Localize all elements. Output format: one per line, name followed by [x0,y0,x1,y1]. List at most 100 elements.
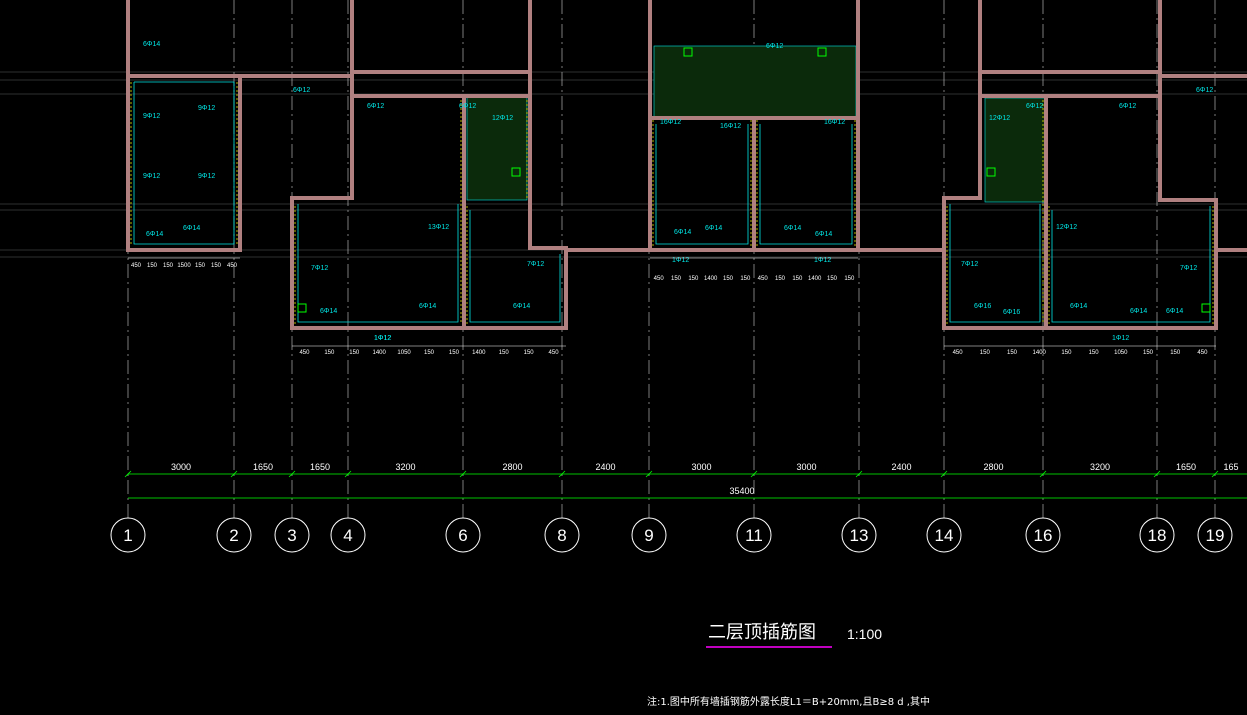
axis-bubble-14 [926,517,962,553]
walls [126,0,1247,330]
inner-wall-lines [133,81,1211,323]
rebar-markers [297,47,1211,313]
span-dimension: 2400 [891,462,911,472]
drawing-scale: 1:100 [847,626,882,642]
small-dimension: 150 [524,350,535,356]
rebar-label: 1Φ12 [1112,335,1129,342]
small-dimension: 450 [227,263,238,269]
span-dimension: 3200 [1090,462,1110,472]
rebar-label: 6Φ12 [1119,103,1136,110]
rebar-label: 9Φ12 [198,173,215,180]
small-dimension: 1400 [373,350,387,356]
drawing-title: 二层顶插筋图 [708,622,816,643]
rebar-label: 6Φ14 [1130,308,1147,315]
small-dimension: 150 [740,276,751,282]
span-dimension: 3200 [395,462,415,472]
span-dimension: 1650 [253,462,273,472]
rebar-label: 16Φ12 [660,119,681,126]
small-dimension: 450 [654,276,665,282]
dimension-ticks [124,470,1219,478]
small-dimension: 450 [758,276,769,282]
rebar-label: 1Φ12 [374,335,391,342]
small-dimension: 1050 [1114,350,1128,356]
axis-label-6: 6 [458,526,467,545]
rebar-label: 16Φ12 [720,123,741,130]
rebar-label: 1Φ12 [814,257,831,264]
total-dimension-label: 35400 [729,486,754,496]
rebar-label: 7Φ12 [527,261,544,268]
small-dimension: 1400 [704,276,718,282]
rebar-label: 6Φ14 [705,225,722,232]
dimension-tick [855,470,863,478]
dimension-tick [1039,470,1047,478]
dimension-tick [124,470,132,478]
dimension-tick [288,470,296,478]
small-dimension: 150 [723,276,734,282]
rebar-label: 6Φ14 [419,303,436,310]
rebar-label: 6Φ14 [183,225,200,232]
span-dimension: 2400 [595,462,615,472]
rebar-label: 6Φ14 [815,231,832,238]
dimension-tick [230,470,238,478]
small-dimension: 450 [549,350,560,356]
small-dimension: 150 [1170,350,1181,356]
drawing-note: 注:1.图中所有墙插钢筋外露长度L1＝B+20mm,且B≥8 d ,其中 [647,695,930,708]
rebar-label: 1Φ12 [374,335,391,342]
axis-bubble-8 [544,517,580,553]
hatch-zone-center-top [653,45,857,119]
span-dimension: 165 [1223,462,1238,472]
dimension-tick [645,470,653,478]
dimension-tick [459,470,467,478]
small-dimension: 1400 [1033,350,1047,356]
hatch-zone-right [984,97,1046,203]
rebar-label: 6Φ12 [459,103,476,110]
axis-label-1: 1 [123,526,132,545]
span-dimension: 2800 [502,462,522,472]
small-dimension: 150 [1143,350,1154,356]
axis-bubble-1 [110,517,146,553]
axis-label-11: 11 [745,526,763,545]
dimension-tick [1153,470,1161,478]
small-dimension: 150 [844,276,855,282]
rebar-label: 6Φ14 [146,231,163,238]
small-dimension: 150 [211,263,222,269]
rebar-label: 6Φ14 [320,308,337,315]
small-dimension-labels: 450 150 150 1500 150 150 450 450 150 150 1400 1050 1… [131,263,1208,356]
rebar-label: 12Φ12 [989,115,1010,122]
small-dimension: 150 [324,350,335,356]
dimension-tick [750,470,758,478]
rebar-label: 6Φ16 [1003,309,1020,316]
rebar-label: 6Φ12 [1026,103,1043,110]
axis-label-19: 19 [1206,526,1225,545]
rebar-label: 6Φ14 [674,229,691,236]
axis-label-18: 18 [1148,526,1167,545]
rebar-lines [130,82,1214,324]
small-dimension: 150 [147,263,158,269]
rebar-label: 9Φ12 [198,105,215,112]
small-dimension: 1400 [808,276,822,282]
rebar-label: 7Φ12 [961,261,978,268]
small-dimension: 450 [953,350,964,356]
small-dimension: 150 [775,276,786,282]
rebar-label: 1Φ12 [672,257,689,264]
small-dimension: 150 [688,276,699,282]
small-dimension: 150 [792,276,803,282]
rebar-label: 6Φ12 [293,87,310,94]
rebar-label: 6Φ14 [143,41,160,48]
small-dimension: 150 [980,350,991,356]
small-dimension: 450 [1197,350,1208,356]
axis-label-9: 9 [644,526,653,545]
small-dimension: 450 [299,350,310,356]
axis-bubble-13 [841,517,877,553]
hatch-zone-left [466,95,528,201]
small-dimension: 1050 [397,350,411,356]
axis-bubble-9 [631,517,667,553]
small-dimension: 150 [1061,350,1072,356]
rebar-label: 7Φ12 [1180,265,1197,272]
dimension-tick [1211,470,1219,478]
small-dimension: 1500 [177,263,191,269]
axis-bubble-6 [445,517,481,553]
axis-label-14: 14 [935,526,954,545]
